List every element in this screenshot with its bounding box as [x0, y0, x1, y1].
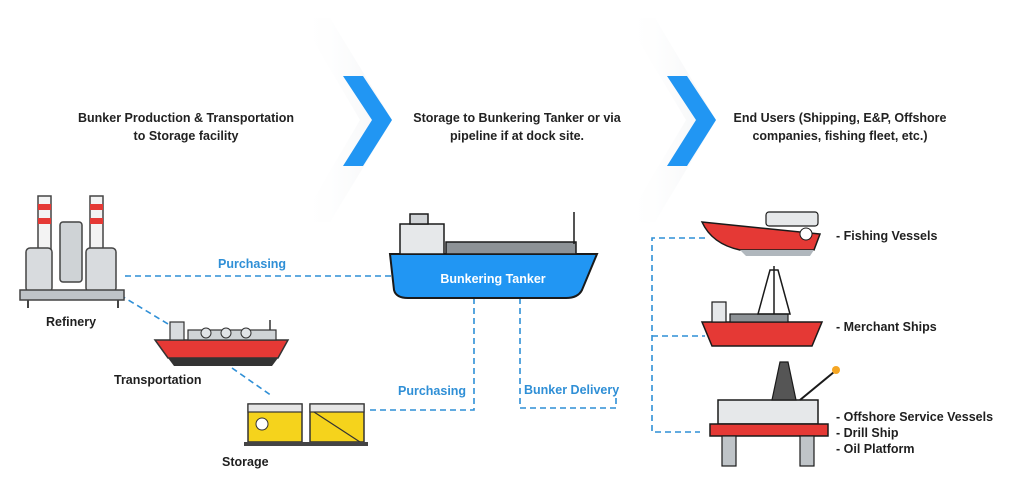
fishing-vessel-icon	[700, 211, 822, 256]
stage-title-storage: Storage to Bunkering Tanker or via pipel…	[413, 111, 621, 143]
purchasing-label-top: Purchasing	[218, 257, 287, 271]
end-user-drill: - Drill Ship	[836, 426, 899, 440]
chevron-arrow-icon	[667, 76, 716, 166]
stage-title-production: Bunker Production & Transportation to St…	[78, 111, 294, 143]
stage-title-end-users: End Users (Shipping, E&P, Offshore compa…	[733, 111, 947, 143]
connector-lines	[119, 237, 705, 433]
refinery-label: Refinery	[46, 315, 97, 329]
chevron-arrow-icon	[343, 76, 392, 166]
storage-tanks-icon	[244, 403, 368, 446]
oil-platform-icon	[709, 361, 840, 467]
transportation-label: Transportation	[114, 373, 202, 387]
bunker-delivery-label: Bunker Delivery	[524, 383, 620, 397]
bunkering-tanker-icon	[388, 212, 599, 299]
purchasing-label-bottom: Purchasing	[398, 384, 467, 398]
storage-label: Storage	[222, 455, 269, 469]
transport-ship-icon	[153, 320, 290, 366]
refinery-icon	[19, 195, 125, 308]
end-user-fishing: - Fishing Vessels	[836, 229, 938, 243]
end-user-oil: - Oil Platform	[836, 442, 915, 456]
tanker-label: Bunkering Tanker	[440, 272, 546, 286]
merchant-ship-icon	[700, 266, 824, 347]
end-user-merchant: - Merchant Ships	[836, 320, 937, 334]
end-user-offshore: - Offshore Service Vessels	[836, 410, 994, 424]
